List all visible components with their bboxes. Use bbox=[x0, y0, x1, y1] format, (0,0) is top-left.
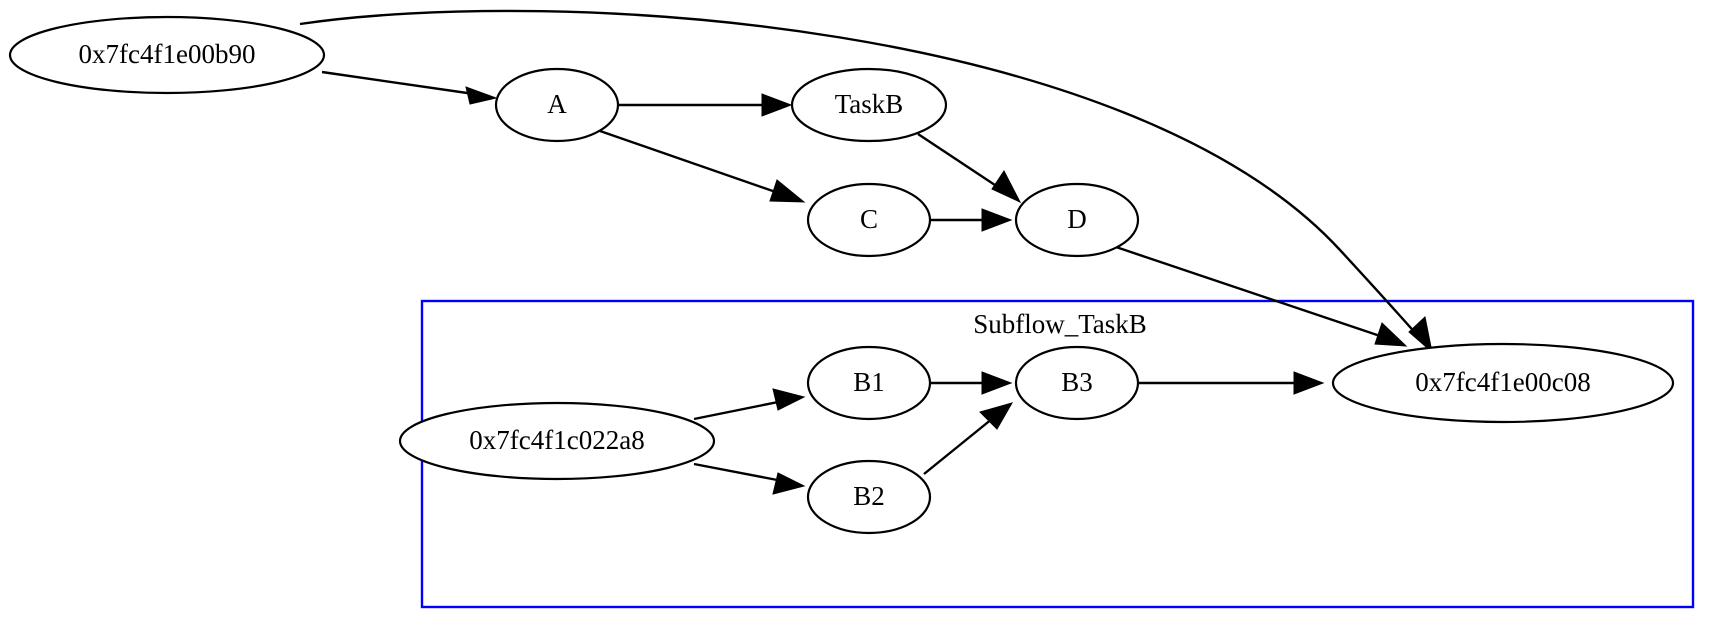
edge-root-a[interactable] bbox=[321, 70, 498, 105]
edge-d-out-line bbox=[1112, 244, 1396, 343]
edge-b2-b3[interactable] bbox=[923, 402, 1014, 475]
arrowhead-icon bbox=[991, 170, 1022, 204]
cluster-label-subflow-taskb: Subflow_TaskB bbox=[973, 309, 1147, 339]
edge-b1-b3[interactable] bbox=[931, 371, 1013, 395]
node-d[interactable]: D bbox=[1014, 182, 1140, 258]
node-b1-ellipse bbox=[806, 345, 932, 421]
node-subroot[interactable]: 0x7fc4f1c022a8 bbox=[398, 401, 716, 481]
edge-a-c-line bbox=[599, 129, 794, 200]
node-a-ellipse bbox=[494, 67, 620, 143]
arrowhead-icon bbox=[465, 86, 498, 105]
node-b2[interactable]: B2 bbox=[806, 459, 932, 535]
node-layer: 0x7fc4f1e00b90 A TaskB C D 0x7fc4f1c022a… bbox=[8, 15, 1675, 535]
node-b3[interactable]: B3 bbox=[1014, 345, 1140, 421]
node-b2-ellipse bbox=[806, 459, 932, 535]
edge-c-d[interactable] bbox=[931, 208, 1013, 232]
node-root-ellipse bbox=[8, 15, 326, 95]
node-subroot-ellipse bbox=[398, 401, 716, 481]
edge-b3-out[interactable] bbox=[1139, 371, 1325, 395]
arrowhead-icon bbox=[761, 93, 793, 117]
arrowhead-icon bbox=[981, 371, 1013, 395]
node-taskb-ellipse bbox=[790, 67, 948, 143]
node-out-ellipse bbox=[1331, 342, 1675, 424]
node-a[interactable]: A bbox=[494, 67, 620, 143]
node-out[interactable]: 0x7fc4f1e00c08 bbox=[1331, 342, 1675, 424]
edge-subroot-b2[interactable] bbox=[693, 462, 806, 495]
node-d-ellipse bbox=[1014, 182, 1140, 258]
node-b3-ellipse bbox=[1014, 345, 1140, 421]
node-c[interactable]: C bbox=[806, 182, 932, 258]
edge-root-a-line bbox=[321, 70, 489, 98]
edge-subroot-b1[interactable] bbox=[693, 388, 806, 421]
edge-d-out[interactable] bbox=[1112, 244, 1408, 347]
edge-root-out-line bbox=[299, 9, 1426, 345]
node-taskb[interactable]: TaskB bbox=[790, 67, 948, 143]
edge-layer bbox=[299, 9, 1433, 495]
edge-a-taskb[interactable] bbox=[619, 93, 793, 117]
arrowhead-icon bbox=[1408, 316, 1433, 354]
arrowhead-icon bbox=[772, 388, 806, 411]
arrowhead-icon bbox=[772, 472, 806, 495]
edge-taskb-d[interactable] bbox=[917, 132, 1022, 204]
node-b1[interactable]: B1 bbox=[806, 345, 932, 421]
arrowhead-icon bbox=[979, 402, 1014, 430]
node-c-ellipse bbox=[806, 182, 932, 258]
arrowhead-icon bbox=[1374, 322, 1408, 347]
edge-a-c[interactable] bbox=[599, 129, 806, 203]
node-root[interactable]: 0x7fc4f1e00b90 bbox=[8, 15, 326, 95]
arrowhead-icon bbox=[1293, 371, 1325, 395]
arrowhead-icon bbox=[769, 179, 806, 203]
arrowhead-icon bbox=[981, 208, 1013, 232]
edge-root-out[interactable] bbox=[299, 9, 1433, 354]
